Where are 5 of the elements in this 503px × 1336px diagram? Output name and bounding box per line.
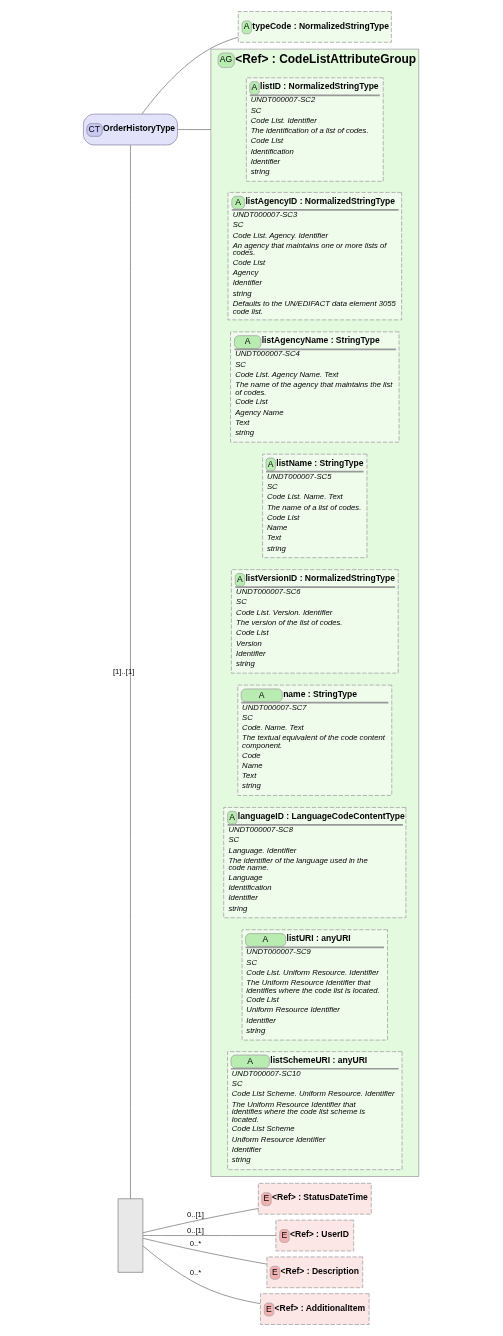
edge-label: 0..* (189, 1268, 202, 1278)
edge-label: 0..* (189, 1238, 202, 1248)
edge-label: 0..[1] (186, 1226, 205, 1236)
edge-label: 0..[1] (186, 1209, 205, 1219)
edge-label: [1]..[1] (112, 666, 135, 676)
